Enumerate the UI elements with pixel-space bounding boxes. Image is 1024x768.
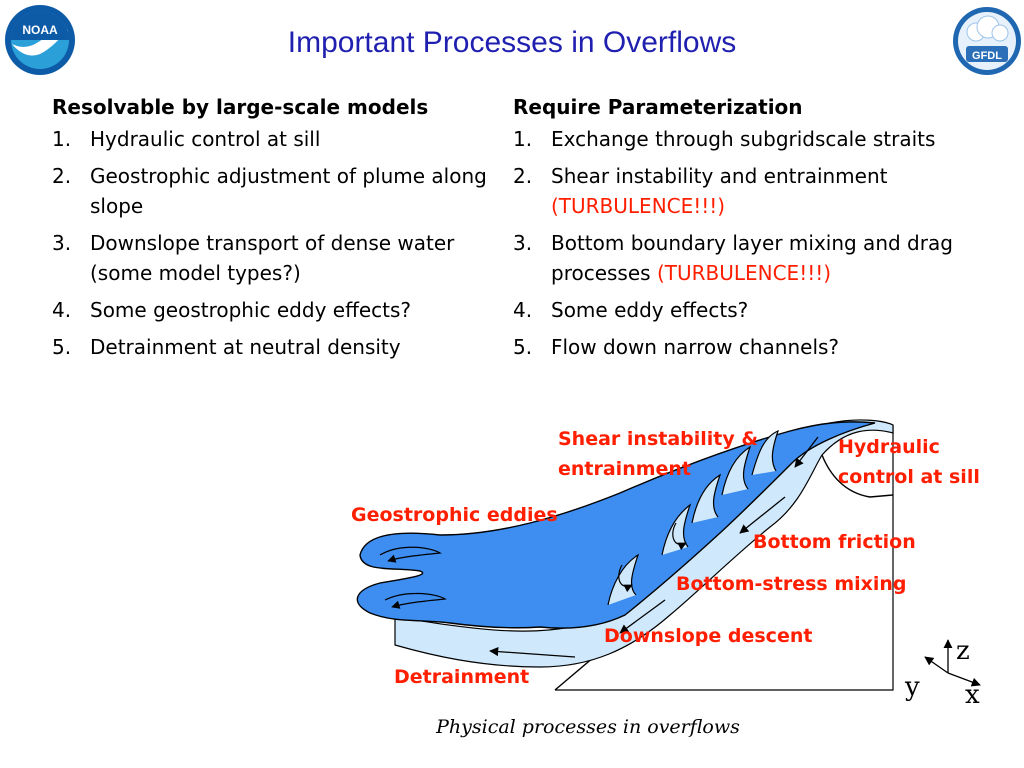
flow-arrow <box>794 436 819 468</box>
item-number: 1. <box>513 127 533 151</box>
label-bottom-stress-mixing: Bottom-stress mixing <box>676 573 907 595</box>
item-text: Some geostrophic eddy effects? <box>90 298 412 322</box>
plume <box>356 421 876 629</box>
gfdl-logo-text: GFDL <box>972 50 1002 62</box>
label-downslope-descent: Downslope descent <box>604 625 813 647</box>
noaa-logo-text: NOAA <box>22 23 58 37</box>
figure-caption: Physical processes in overflows <box>436 716 740 738</box>
axis-y-label: y <box>905 672 920 702</box>
item-number: 3. <box>513 231 533 255</box>
label-entrainment: entrainment <box>558 458 692 480</box>
parameterization-column: Require Parameterization 1. Exchange thr… <box>513 92 1013 369</box>
resolvable-item: 5. Detrainment at neutral density <box>52 332 492 362</box>
item-body: Bottom boundary layer mixing and drag pr… <box>551 228 1013 288</box>
item-body: Flow down narrow channels? <box>551 332 1013 362</box>
item-text: Geostrophic adjustment of plume along sl… <box>90 164 487 218</box>
item-body: Exchange through subgridscale straits <box>551 124 1013 154</box>
resolvable-item: 1. Hydraulic control at sill <box>52 124 492 154</box>
shear-billow <box>751 429 779 476</box>
eddy-curl <box>379 546 442 563</box>
label-bottom-friction: Bottom friction <box>753 531 916 553</box>
turbulence-note: (TURBULENCE!!!) <box>551 194 726 218</box>
item-text: Flow down narrow channels? <box>551 335 840 359</box>
resolvable-item: 4. Some geostrophic eddy effects? <box>52 295 492 325</box>
label-hydraulic: Hydraulic <box>838 436 940 458</box>
parameterization-heading: Require Parameterization <box>513 95 803 119</box>
item-number: 4. <box>52 298 72 322</box>
axis-y-line <box>924 656 949 674</box>
item-number: 3. <box>52 231 72 255</box>
eddy-curl <box>384 592 447 609</box>
overflow-diagram <box>356 419 981 691</box>
item-text: Some eddy effects? <box>551 298 749 322</box>
item-number: 1. <box>52 127 72 151</box>
item-number: 4. <box>513 298 533 322</box>
axis-z-label: z <box>956 636 970 666</box>
label-geostrophic-eddies: Geostrophic eddies <box>351 504 558 526</box>
parameterization-item: 4. Some eddy effects? <box>513 295 1013 325</box>
shear-billow <box>721 445 752 496</box>
axis-x-line <box>947 672 981 687</box>
flow-arrow <box>489 647 576 658</box>
label-shear-instability: Shear instability & <box>558 428 758 450</box>
parameterization-item: 2. Shear instability and entrainment (TU… <box>513 161 1013 221</box>
parameterization-item: 5. Flow down narrow channels? <box>513 332 1013 362</box>
item-text: Downslope transport of dense water (some… <box>90 231 455 285</box>
shear-billow <box>691 473 722 524</box>
item-text: Hydraulic control at sill <box>90 127 321 151</box>
flow-arrow <box>619 599 666 634</box>
item-body: Shear instability and entrainment (TURBU… <box>551 161 1013 221</box>
label-control-at-sill: control at sill <box>838 466 980 488</box>
parameterization-item: 1. Exchange through subgridscale straits <box>513 124 1013 154</box>
eddy-curl <box>672 522 687 551</box>
slope-outline <box>555 425 894 691</box>
item-text: Detrainment at neutral density <box>90 335 401 359</box>
eddy-curl <box>618 564 633 593</box>
item-number: 5. <box>52 335 72 359</box>
noaa-logo: NOAA <box>5 5 75 75</box>
item-number: 2. <box>513 164 533 188</box>
resolvable-item: 2. Geostrophic adjustment of plume along… <box>52 161 492 221</box>
shear-billow <box>661 503 692 556</box>
item-text: Shear instability and entrainment <box>551 164 888 188</box>
resolvable-column: Resolvable by large-scale models 1. Hydr… <box>52 92 492 369</box>
item-number: 5. <box>513 335 533 359</box>
item-text: Bottom boundary layer mixing and drag pr… <box>551 231 953 285</box>
item-text: Exchange through subgridscale straits <box>551 127 936 151</box>
gfdl-logo: GFDL <box>953 7 1021 75</box>
item-number: 2. <box>52 164 72 188</box>
parameterization-item: 3. Bottom boundary layer mixing and drag… <box>513 228 1013 288</box>
item-body: Some eddy effects? <box>551 295 1013 325</box>
axis-x-label: x <box>965 680 980 710</box>
slide-title: Important Processes in Overflows <box>287 26 737 59</box>
resolvable-item: 3. Downslope transport of dense water (s… <box>52 228 492 288</box>
flow-arrow <box>739 496 786 534</box>
resolvable-heading: Resolvable by large-scale models <box>52 95 429 119</box>
label-detrainment: Detrainment <box>394 666 530 688</box>
turbulence-note: (TURBULENCE!!!) <box>656 261 832 285</box>
